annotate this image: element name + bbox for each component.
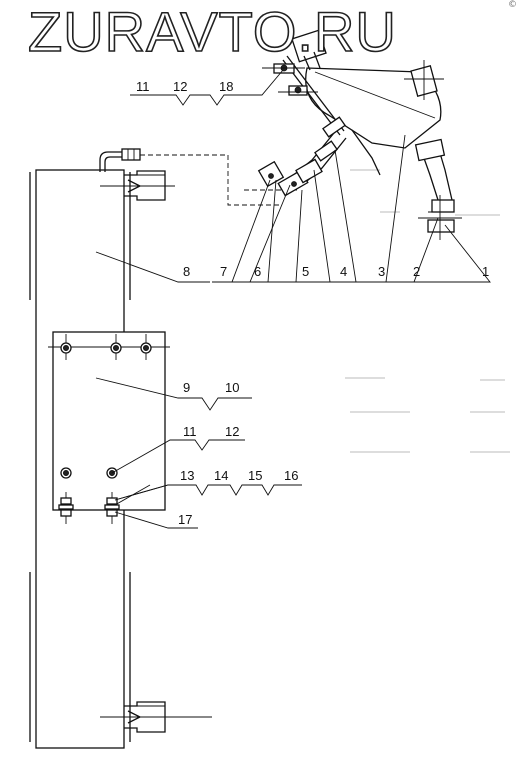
callout-1: 1 xyxy=(482,264,489,279)
callout-18: 18 xyxy=(219,79,233,94)
callout-labels: 11 12 18 7 6 5 4 3 2 1 8 9 10 11 12 13 1… xyxy=(136,79,489,527)
callout-10: 10 xyxy=(225,380,239,395)
callout-9: 9 xyxy=(183,380,190,395)
callout-11-bottom: 11 xyxy=(183,424,197,439)
bracket-plate xyxy=(48,331,170,524)
callout-4: 4 xyxy=(340,264,347,279)
callout-2: 2 xyxy=(413,264,420,279)
callout-12-top: 12 xyxy=(173,79,187,94)
separator-tank xyxy=(257,29,462,240)
callout-8: 8 xyxy=(183,264,190,279)
callout-13: 13 xyxy=(180,468,194,483)
callout-17: 17 xyxy=(178,512,192,527)
callout-16: 16 xyxy=(284,468,298,483)
corner-mark: © xyxy=(508,0,517,10)
callout-6: 6 xyxy=(254,264,261,279)
callout-14: 14 xyxy=(214,468,228,483)
callout-5: 5 xyxy=(302,264,309,279)
watermark-logo: ZURAVTO.RU xyxy=(27,0,397,63)
callout-11-top: 11 xyxy=(136,79,150,94)
callout-7: 7 xyxy=(220,264,227,279)
callout-15: 15 xyxy=(248,468,262,483)
callout-3: 3 xyxy=(378,264,385,279)
leader-lines xyxy=(95,69,491,529)
vent-line xyxy=(140,154,300,206)
callout-12-bottom: 12 xyxy=(225,424,239,439)
